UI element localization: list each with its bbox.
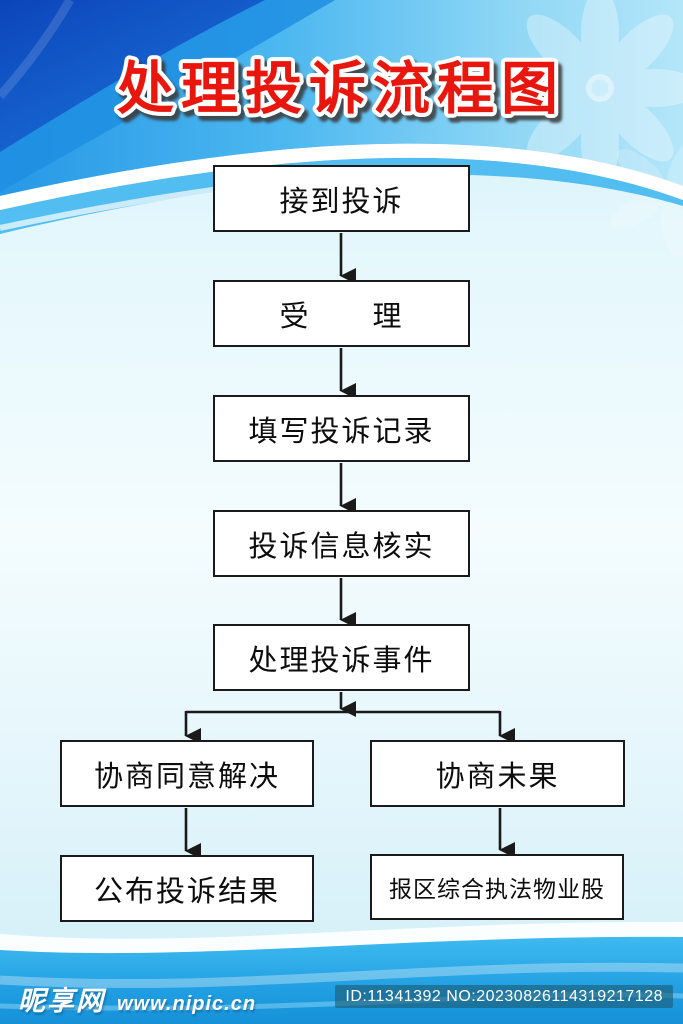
flow-node-label: 投诉信息核实 <box>248 530 435 563</box>
flow-node-label: 协商同意解决 <box>93 760 280 793</box>
flow-node-label: 公布投诉结果 <box>93 875 280 908</box>
flow-node-publish: 公布投诉结果 <box>60 855 314 922</box>
page-title: 处理投诉流程图 <box>117 57 565 121</box>
flow-node-label: 填写投诉记录 <box>248 415 435 448</box>
flow-node-resolved: 协商同意解决 <box>60 740 314 807</box>
header-background <box>0 0 683 258</box>
nipic-logo: 昵享网 <box>18 986 105 1016</box>
flow-node-report: 报区综合执法物业股 <box>370 854 624 920</box>
flow-node-record: 填写投诉记录 <box>213 395 470 462</box>
footer-bar: 昵享网 www.nipic.cn ID:11341392 NO:20230826… <box>0 975 683 1018</box>
flow-node-label: 处理投诉事件 <box>248 644 435 677</box>
flow-node-label: 受 理 <box>279 300 404 333</box>
watermark-id-badge: ID:11341392 NO:20230826114319217128 <box>335 985 673 1008</box>
flow-node-label: 协商未果 <box>435 760 560 793</box>
flow-node-accept: 受 理 <box>213 280 470 347</box>
title-banner: 处理投诉流程图 <box>113 53 565 125</box>
flow-node-label: 接到投诉 <box>279 185 404 218</box>
site-url: www.nipic.cn <box>117 993 257 1015</box>
flow-node-handle: 处理投诉事件 <box>213 624 470 691</box>
site-ident: 昵享网 www.nipic.cn <box>18 979 256 1018</box>
flow-node-receive: 接到投诉 <box>213 165 470 232</box>
flow-node-unresolved: 协商未果 <box>370 740 625 807</box>
flow-node-verify: 投诉信息核实 <box>213 510 470 577</box>
flow-node-label: 报区综合执法物业股 <box>389 876 605 902</box>
